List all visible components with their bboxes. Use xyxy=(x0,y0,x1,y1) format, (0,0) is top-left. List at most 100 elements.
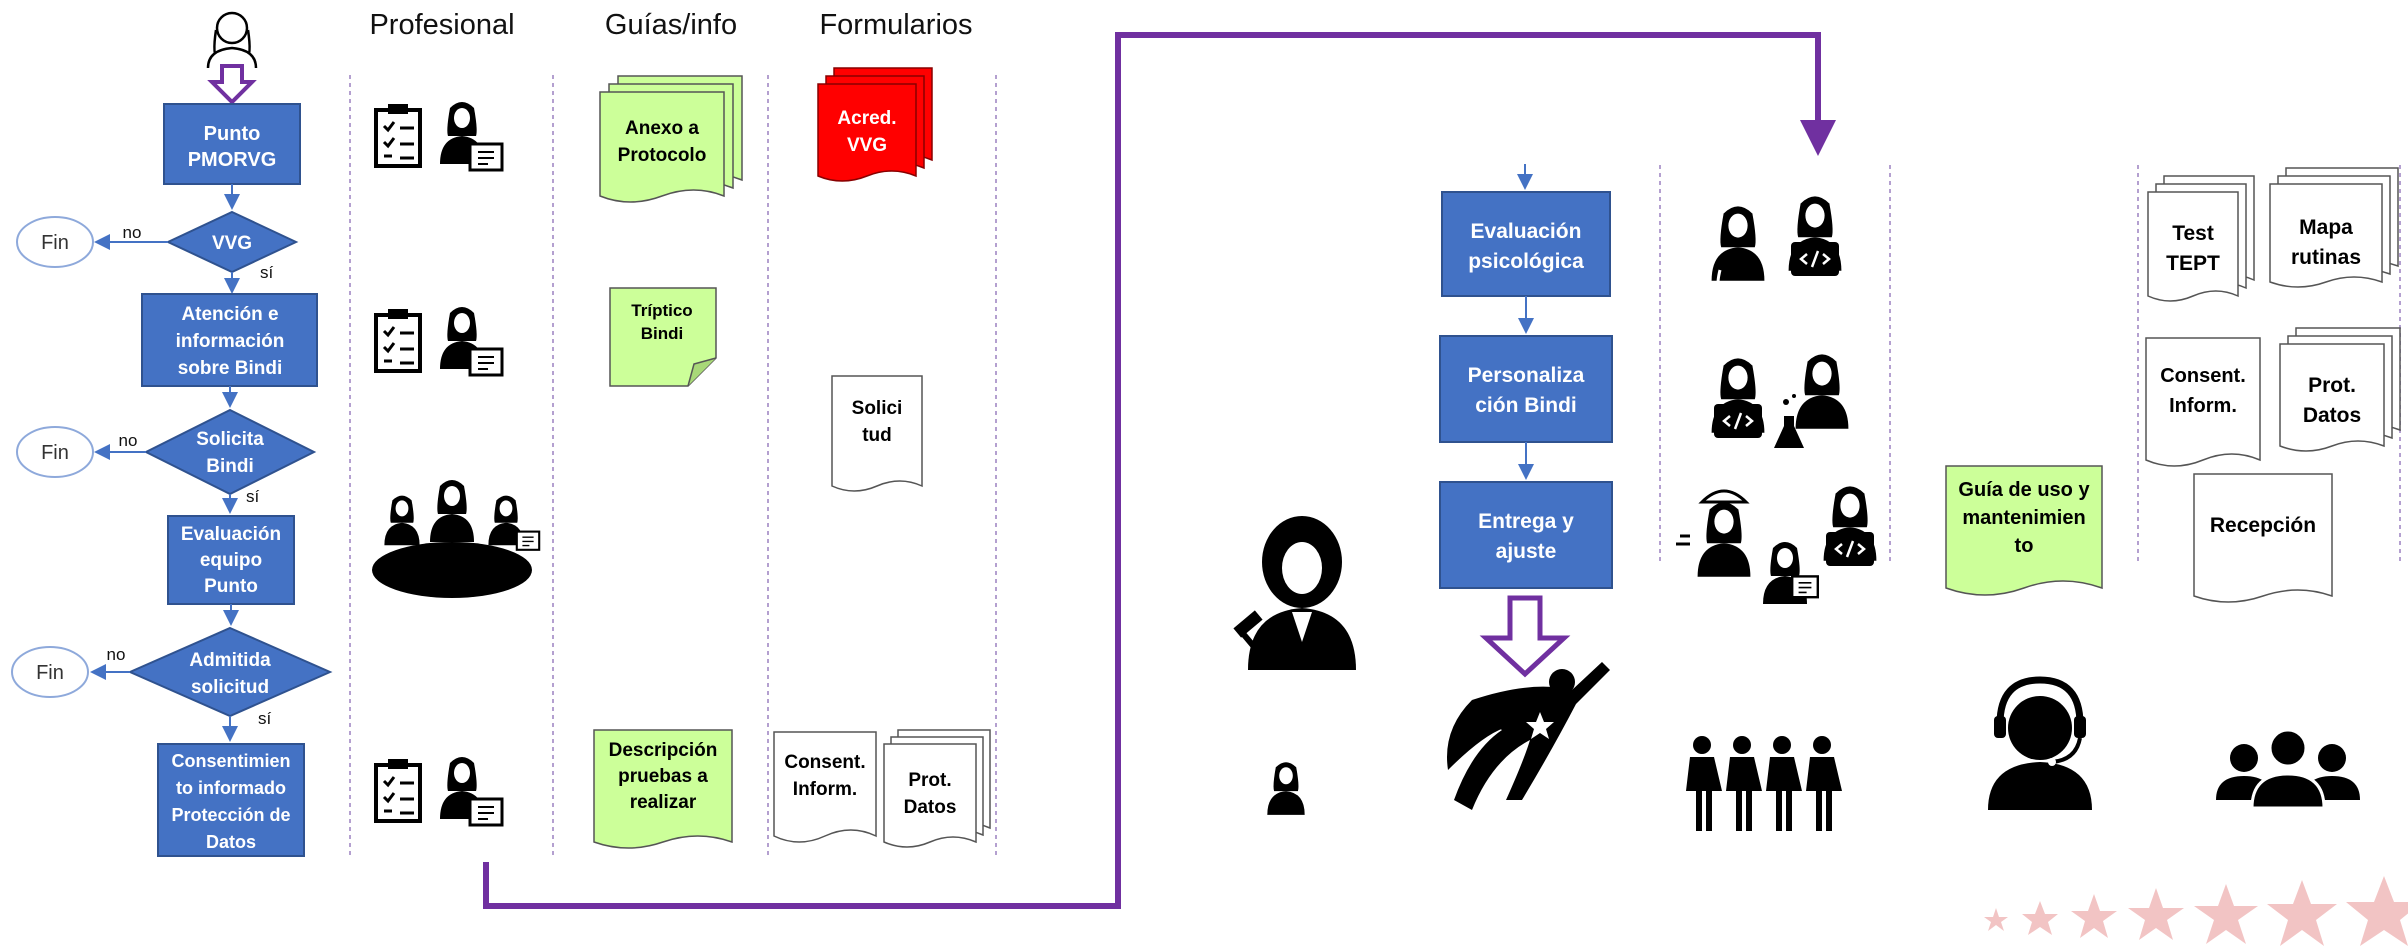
coder-icon xyxy=(1711,358,1765,440)
doc-consent-2[interactable]: Consent. Inform. xyxy=(2145,337,2261,467)
svg-text:Consentimien: Consentimien xyxy=(171,751,290,771)
svg-text:Inform.: Inform. xyxy=(2169,395,2237,417)
flow-solicita-decision[interactable]: Solicita Bindi xyxy=(143,408,317,496)
doc-acred[interactable]: Acred. VVG xyxy=(817,67,933,182)
superhero-icon xyxy=(1447,662,1610,810)
label-no: no xyxy=(123,223,142,242)
svg-text:VVG: VVG xyxy=(847,135,887,156)
professional-desk-icon xyxy=(374,757,504,827)
label-si: sí xyxy=(260,263,274,282)
svg-text:Descripción: Descripción xyxy=(609,740,718,761)
svg-text:TEPT: TEPT xyxy=(2166,252,2220,275)
flow-evaluacion-psicologica[interactable]: Evaluación psicológica xyxy=(1441,191,1611,297)
svg-text:Evaluación: Evaluación xyxy=(181,524,281,545)
doc-recepcion[interactable]: Recepción xyxy=(2193,473,2333,603)
doc-guia[interactable]: Guía de uso y mantenimien to xyxy=(1945,465,2103,596)
label-si: sí xyxy=(246,487,260,506)
svg-text:Acred.: Acred. xyxy=(837,108,896,129)
svg-text:Solici: Solici xyxy=(852,398,903,419)
header-formularios: Formularios xyxy=(819,9,972,41)
scientist-icon xyxy=(1774,354,1849,448)
svg-text:ción Bindi: ción Bindi xyxy=(1475,394,1577,417)
doc-anexo[interactable]: Anexo a Protocolo xyxy=(599,75,743,203)
flow-consentimiento[interactable]: Consentimien to informado Protección de … xyxy=(157,743,305,857)
svg-text:Fin: Fin xyxy=(36,662,64,684)
svg-text:Punto: Punto xyxy=(204,576,258,597)
judge-icon xyxy=(1233,516,1356,670)
svg-text:to informado: to informado xyxy=(176,778,286,798)
flow-personalizacion[interactable]: Personaliza ción Bindi xyxy=(1439,335,1613,443)
doc-prot-1[interactable]: Prot. Datos xyxy=(883,729,991,848)
svg-text:psicológica: psicológica xyxy=(1468,250,1584,273)
flow-evaluacion-equipo[interactable]: Evaluación equipo Punto xyxy=(167,515,295,605)
header-profesional: Profesional xyxy=(369,9,514,41)
flow-entrega[interactable]: Entrega y ajuste xyxy=(1439,481,1613,589)
svg-text:rutinas: rutinas xyxy=(2291,246,2361,269)
svg-text:mantenimien: mantenimien xyxy=(1962,507,2085,529)
coder-icon xyxy=(1823,486,1877,568)
svg-text:tud: tud xyxy=(862,425,892,446)
headset-icon xyxy=(1988,676,2092,810)
flow-vvg-decision[interactable]: VVG xyxy=(165,210,299,274)
svg-text:Inform.: Inform. xyxy=(793,779,857,800)
doc-consent-1[interactable]: Consent. Inform. xyxy=(773,731,877,843)
svg-text:Punto: Punto xyxy=(204,123,261,145)
svg-text:pruebas a: pruebas a xyxy=(618,766,708,787)
svg-text:VVG: VVG xyxy=(212,233,252,254)
doc-solicitud[interactable]: Solici tud xyxy=(831,375,923,492)
fin-1: Fin xyxy=(16,216,94,268)
svg-text:Consent.: Consent. xyxy=(2160,365,2246,387)
doc-descripcion[interactable]: Descripción pruebas a realizar xyxy=(593,729,733,849)
svg-text:Test: Test xyxy=(2172,222,2214,245)
professional-desk-icon xyxy=(374,307,504,377)
svg-text:Evaluación: Evaluación xyxy=(1471,220,1582,243)
svg-text:Bindi: Bindi xyxy=(206,456,254,477)
svg-text:Anexo a: Anexo a xyxy=(625,118,699,139)
svg-text:Consent.: Consent. xyxy=(784,752,865,773)
svg-text:Entrega y: Entrega y xyxy=(1478,510,1574,533)
svg-text:solicitud: solicitud xyxy=(191,677,269,698)
svg-text:Admitida: Admitida xyxy=(189,650,271,671)
flow-admitida-decision[interactable]: Admitida solicitud xyxy=(127,626,333,718)
svg-text:Datos: Datos xyxy=(904,797,957,818)
decorative-stars xyxy=(1984,876,2408,946)
svg-text:to: to xyxy=(2015,535,2034,557)
svg-text:sobre Bindi: sobre Bindi xyxy=(178,358,283,379)
flow-atencion[interactable]: Atención e información sobre Bindi xyxy=(141,293,318,387)
svg-text:Prot.: Prot. xyxy=(908,770,951,791)
svg-text:Tríptico: Tríptico xyxy=(631,301,692,320)
svg-text:Personaliza: Personaliza xyxy=(1468,364,1585,387)
svg-text:Protocolo: Protocolo xyxy=(618,145,707,166)
entrega-arrow xyxy=(1479,595,1571,678)
professional-reader-icon xyxy=(1763,542,1820,604)
label-no: no xyxy=(119,431,138,450)
team-table-icon xyxy=(372,480,541,598)
svg-text:información: información xyxy=(176,331,285,352)
svg-text:equipo: equipo xyxy=(200,550,262,571)
label-si: sí xyxy=(258,709,272,728)
women-group-icon xyxy=(1686,736,1842,831)
woman-icon xyxy=(206,11,258,69)
svg-text:Datos: Datos xyxy=(206,832,256,852)
svg-text:PMORVG: PMORVG xyxy=(188,149,277,171)
doc-prot-2[interactable]: Prot. Datos xyxy=(2279,327,2401,452)
doc-triptico[interactable]: Tríptico Bindi xyxy=(609,287,717,387)
doc-test[interactable]: Test TEPT xyxy=(2147,175,2255,302)
svg-text:Solicita: Solicita xyxy=(196,429,264,450)
doc-mapa[interactable]: Mapa rutinas xyxy=(2269,167,2399,288)
svg-text:ajuste: ajuste xyxy=(1496,540,1557,563)
svg-text:Recepción: Recepción xyxy=(2210,514,2316,537)
doctor-icon xyxy=(1711,206,1765,296)
professional-desk-icon xyxy=(374,102,504,172)
flow-punto[interactable]: Punto PMORVG xyxy=(163,103,301,185)
svg-text:realizar: realizar xyxy=(630,792,697,813)
svg-text:Prot.: Prot. xyxy=(2308,374,2356,397)
engineer-icon xyxy=(1676,489,1751,577)
svg-text:Bindi: Bindi xyxy=(641,324,684,343)
svg-text:Fin: Fin xyxy=(41,232,69,254)
svg-text:Mapa: Mapa xyxy=(2299,216,2353,239)
coder-icon xyxy=(1788,196,1842,278)
svg-text:Datos: Datos xyxy=(2303,404,2361,427)
header-guias: Guías/info xyxy=(605,9,737,41)
people-group-icon xyxy=(2216,728,2360,810)
